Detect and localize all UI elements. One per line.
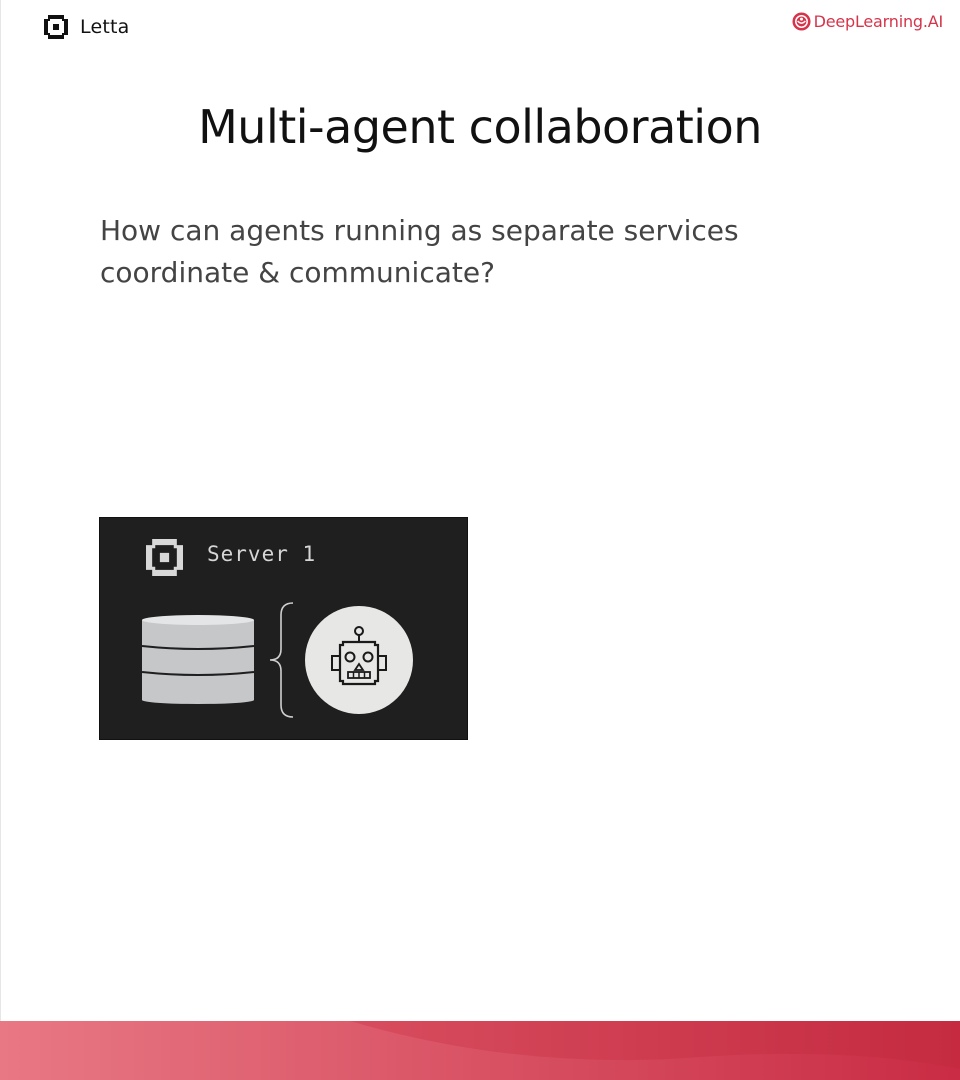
brace-icon <box>269 602 294 718</box>
letta-logo-icon <box>146 539 183 576</box>
frame-edge <box>0 0 1 1022</box>
slide-subtitle: How can agents running as separate servi… <box>100 210 860 294</box>
deeplearning-logo-icon <box>792 11 811 31</box>
letta-logo-icon <box>44 15 68 39</box>
server-card: Server 1 <box>99 517 468 740</box>
letta-brand: Letta <box>44 14 129 40</box>
database-icon <box>141 615 255 704</box>
server-label: Server 1 <box>207 542 317 566</box>
footer-wave <box>0 1021 960 1080</box>
robot-icon <box>331 626 387 686</box>
subtitle-line: How can agents running as separate servi… <box>100 214 739 247</box>
deeplearning-brand: DeepLearning.AI <box>792 10 943 32</box>
subtitle-line: coordinate & communicate? <box>100 256 495 289</box>
partner-name: DeepLearning.AI <box>813 11 944 31</box>
brand-name: Letta <box>80 16 130 38</box>
agent-avatar <box>305 606 413 714</box>
slide-title: Multi-agent collaboration <box>198 100 762 154</box>
